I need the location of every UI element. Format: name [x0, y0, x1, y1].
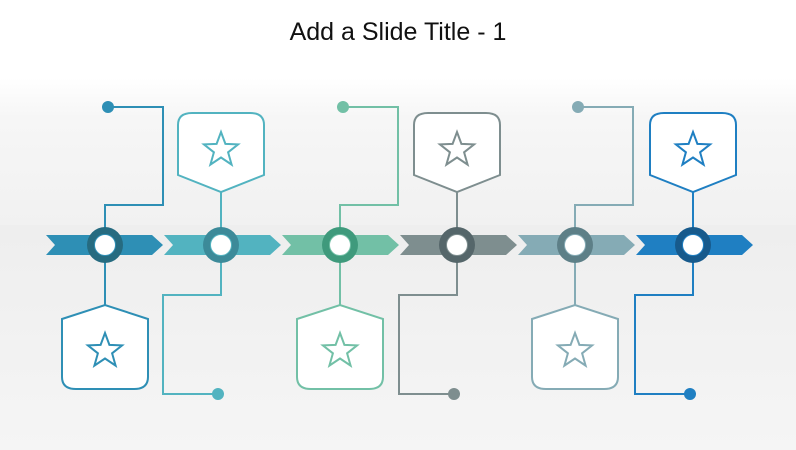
star-icon [555, 330, 595, 368]
timeline-step [531, 101, 634, 390]
elbow-connector [634, 245, 694, 395]
endpoint-dot [337, 101, 349, 113]
endpoint-dot [684, 388, 696, 400]
slide-title: Add a Slide Title - 1 [289, 18, 507, 46]
timeline-step [398, 112, 501, 400]
callout-shape [61, 303, 149, 390]
timeline-step [296, 101, 399, 390]
callout-shape [649, 112, 737, 194]
star-icon [201, 129, 241, 167]
timeline-node-center [329, 234, 351, 256]
endpoint-dot [212, 388, 224, 400]
endpoint-dot [448, 388, 460, 400]
timeline-node-center [94, 234, 116, 256]
timeline-node-center [682, 234, 704, 256]
callout-shape [177, 112, 265, 194]
elbow-connector [162, 245, 222, 395]
callout-shape [296, 303, 384, 390]
callout-shape [413, 112, 501, 194]
timeline-node-center [564, 234, 586, 256]
elbow-connector [339, 106, 399, 245]
star-icon [320, 330, 360, 368]
timeline-node-center [446, 234, 468, 256]
timeline-step [61, 101, 164, 390]
elbow-connector [398, 245, 458, 395]
endpoint-dot [102, 101, 114, 113]
star-icon [437, 129, 477, 167]
elbow-connector [574, 106, 634, 245]
star-icon [85, 330, 125, 368]
endpoint-dot [572, 101, 584, 113]
callout-shape [531, 303, 619, 390]
timeline-node-center [210, 234, 232, 256]
star-icon [673, 129, 713, 167]
elbow-connector [104, 106, 164, 245]
timeline-step [634, 112, 737, 400]
timeline-step [162, 112, 265, 400]
